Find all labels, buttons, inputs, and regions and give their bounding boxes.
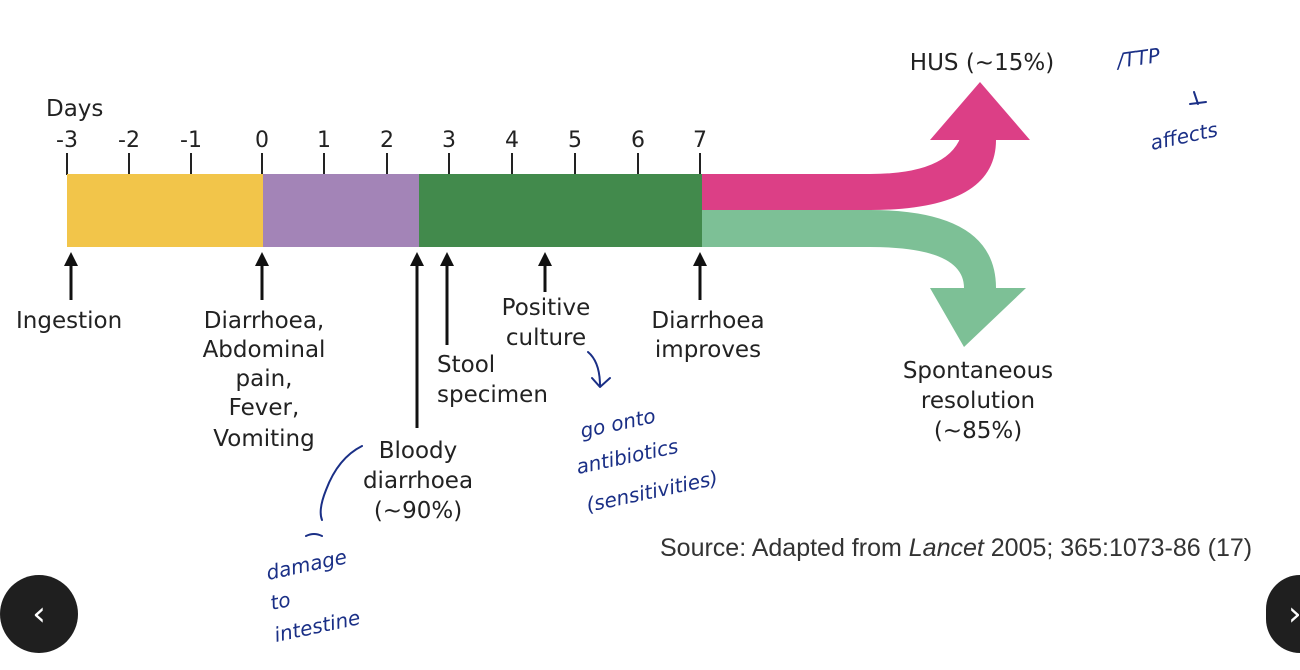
hus-label: HUS (~15%) xyxy=(910,50,1054,76)
hus-arrow xyxy=(700,82,1030,210)
svg-text:(~90%): (~90%) xyxy=(374,498,462,524)
svg-text:diarrhoea: diarrhoea xyxy=(363,468,473,494)
tick-label: 4 xyxy=(505,128,519,153)
svg-text:Fever,: Fever, xyxy=(229,395,300,421)
ttp-note: /TTP xyxy=(1113,43,1162,73)
tick-label: -3 xyxy=(56,128,78,153)
incubation-segment xyxy=(67,174,263,247)
bloody-note-stroke xyxy=(305,445,363,537)
bloody-diarrhoea-label: Bloody diarrhoea (~90%) xyxy=(363,438,473,524)
tick-label: 7 xyxy=(693,128,707,153)
svg-text:Positive: Positive xyxy=(502,295,591,321)
culture-note-arrow xyxy=(587,351,611,388)
svg-text:resolution: resolution xyxy=(921,388,1035,414)
svg-text:Diarrhoea,: Diarrhoea, xyxy=(204,308,325,334)
svg-text:(~85%): (~85%) xyxy=(934,418,1022,444)
damage-note-line-1: damage xyxy=(264,544,349,584)
arrow-up-icon xyxy=(440,252,454,266)
svg-text:improves: improves xyxy=(655,337,761,363)
onset-label: Diarrhoea, Abdominal pain, Fever, Vomiti… xyxy=(203,308,326,452)
early-symptoms-segment xyxy=(263,174,419,247)
tick-label: 0 xyxy=(255,128,269,153)
day-ticks: -3 -2 -1 0 1 2 3 4 5 6 7 xyxy=(56,128,707,175)
chevron-left-icon: ‹ xyxy=(32,594,46,634)
svg-text:specimen: specimen xyxy=(437,382,548,408)
arrow-up-icon xyxy=(410,252,424,266)
source-citation: Source: Adapted from Lancet 2005; 365:10… xyxy=(660,534,1252,562)
svg-text:culture: culture xyxy=(506,325,586,351)
resolution-label: Spontaneous resolution (~85%) xyxy=(903,358,1053,444)
tick-label: 5 xyxy=(568,128,582,153)
arrow-up-icon xyxy=(538,252,552,266)
resolution-arrow xyxy=(700,210,1026,347)
down-arrow-stroke xyxy=(1189,91,1207,105)
arrow-up-icon xyxy=(64,252,78,266)
arrow-up-icon xyxy=(255,252,269,266)
antibiotics-note-line-1: go onto xyxy=(578,404,658,443)
chevron-right-icon: › xyxy=(1288,594,1300,634)
tick-label: 2 xyxy=(380,128,394,153)
bloody-phase-segment xyxy=(419,174,702,247)
tick-label: 3 xyxy=(442,128,456,153)
svg-text:Spontaneous: Spontaneous xyxy=(903,358,1053,384)
diarrhoea-improves-label: Diarrhoea improves xyxy=(651,308,764,363)
tick-label: 6 xyxy=(631,128,645,153)
days-axis-label: Days xyxy=(46,96,103,122)
svg-text:Abdominal: Abdominal xyxy=(203,337,326,363)
stool-specimen-label: Stool specimen xyxy=(437,352,548,408)
affects-note: affects xyxy=(1148,117,1220,155)
damage-note-line-2: to xyxy=(268,587,293,615)
arrow-up-icon xyxy=(693,252,707,266)
svg-text:Vomiting: Vomiting xyxy=(213,426,314,452)
event-arrows xyxy=(69,264,702,428)
svg-text:Stool: Stool xyxy=(437,352,495,378)
tick-label: -2 xyxy=(118,128,140,153)
svg-text:Diarrhoea: Diarrhoea xyxy=(651,308,764,334)
phase-bar xyxy=(67,174,702,247)
svg-text:pain,: pain, xyxy=(236,366,293,392)
ingestion-label: Ingestion xyxy=(16,308,122,334)
tick-label: -1 xyxy=(180,128,202,153)
tick-label: 1 xyxy=(317,128,331,153)
svg-text:Bloody: Bloody xyxy=(379,438,458,464)
positive-culture-label: Positive culture xyxy=(502,295,591,351)
next-slide-button[interactable]: › xyxy=(1266,575,1300,653)
previous-slide-button[interactable]: ‹ xyxy=(0,575,78,653)
